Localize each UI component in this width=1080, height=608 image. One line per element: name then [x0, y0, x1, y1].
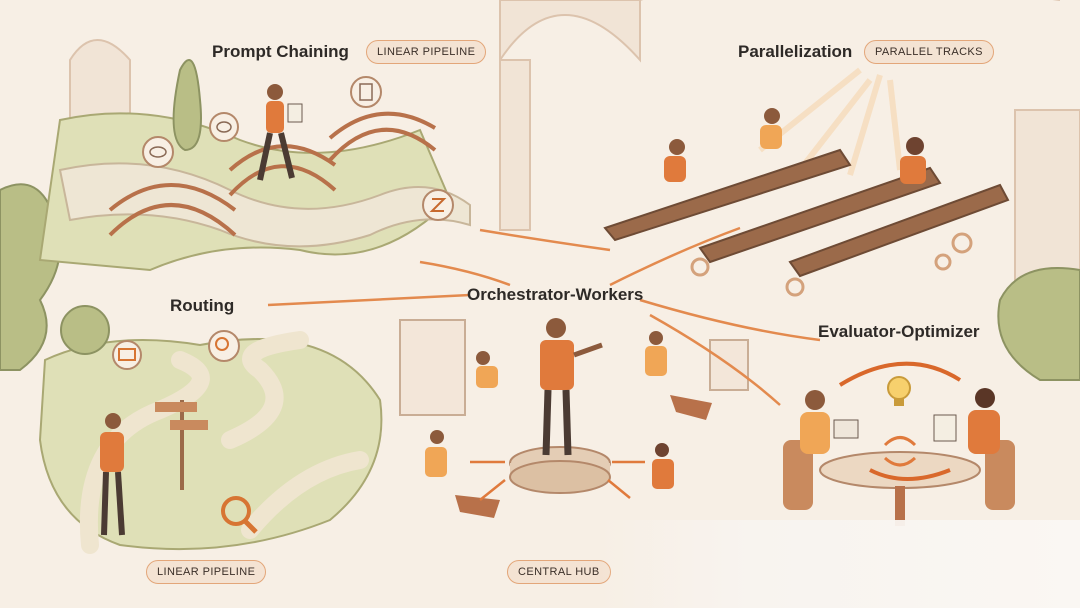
thought-bubble-icon — [209, 112, 239, 142]
leg — [542, 389, 552, 456]
evaluator-scene — [783, 361, 1015, 526]
tag-parallelization: PARALLEL TRACKS — [864, 40, 994, 64]
torso — [900, 156, 926, 184]
arm — [573, 342, 603, 358]
tool-shed — [399, 319, 466, 416]
clipboard — [933, 414, 957, 442]
ray — [887, 79, 903, 171]
head — [267, 84, 283, 100]
chair — [985, 440, 1015, 510]
wheelbarrow — [455, 495, 500, 518]
magnifier-icon — [221, 496, 258, 534]
title-prompt-chaining: Prompt Chaining — [212, 42, 349, 61]
leg — [257, 132, 273, 181]
tree — [60, 305, 110, 355]
evaluator-person — [800, 390, 859, 454]
bridge-rail — [328, 111, 437, 140]
hub-arrows — [470, 460, 645, 501]
torso — [760, 125, 782, 149]
tag-routing: LINEAR PIPELINE — [146, 560, 267, 584]
sign-icon — [422, 189, 454, 221]
worker — [476, 351, 498, 388]
title-routing: Routing — [170, 296, 235, 315]
magnifier-icon — [208, 330, 240, 362]
ray — [797, 78, 873, 172]
chair — [783, 440, 813, 510]
planter-bed — [603, 148, 852, 242]
arrow-to-parallel — [609, 226, 741, 287]
wheelbarrow — [670, 395, 712, 420]
arrow-lower — [649, 313, 781, 406]
cycle-arc-top — [838, 361, 962, 387]
table — [819, 451, 981, 489]
title-evaluator-optimizer: Evaluator-Optimizer — [818, 322, 980, 341]
arrow-to-evaluator — [639, 298, 821, 342]
tree — [172, 59, 202, 152]
title-orchestrator-workers: Orchestrator-Workers — [467, 285, 644, 304]
leg — [115, 471, 125, 536]
prompt-chaining-scene — [38, 59, 471, 272]
planter-bed — [788, 183, 1010, 278]
arch-top — [499, 0, 641, 64]
head — [906, 137, 924, 155]
lightbulb-icon — [887, 376, 911, 406]
planter-bed — [698, 166, 942, 264]
head — [105, 413, 121, 429]
bridge-arch — [328, 127, 437, 162]
torso — [266, 101, 284, 133]
bottom-right-fade — [600, 520, 1080, 608]
tag-prompt-chaining: LINEAR PIPELINE — [366, 40, 487, 64]
bridge-arch — [108, 203, 237, 237]
head — [546, 318, 566, 338]
safety-vest — [540, 340, 574, 390]
torso — [100, 432, 124, 472]
torso — [664, 156, 686, 182]
bridge-arch — [228, 164, 337, 197]
worker — [645, 331, 712, 420]
signpost — [155, 400, 208, 490]
bridges — [108, 111, 437, 237]
bridge-rail — [108, 183, 237, 212]
orchestrator-scene — [399, 318, 749, 518]
gardeners — [664, 108, 926, 184]
arrow-upper — [479, 228, 611, 252]
cycle-arrows-icon — [883, 436, 917, 467]
optimizer-person — [933, 388, 1000, 454]
ray — [847, 74, 883, 176]
arch-column-left — [499, 59, 531, 231]
gear-icon — [690, 232, 973, 297]
arrow-to-routing — [267, 293, 471, 307]
arrow-to-chaining — [419, 260, 511, 287]
head — [669, 139, 685, 155]
clipboard — [287, 103, 303, 123]
routing-scene — [38, 305, 383, 554]
cycle-arc-bottom — [869, 468, 951, 481]
leg — [562, 389, 572, 456]
tablet — [833, 419, 859, 439]
routing-person — [100, 413, 125, 536]
thought-bubble-icon — [142, 136, 174, 168]
parallelization-scene — [603, 148, 1010, 278]
tag-orchestrator-workers: CENTRAL HUB — [507, 560, 611, 584]
winding-path — [79, 331, 369, 554]
walker-person — [257, 84, 303, 181]
bush — [997, 267, 1080, 381]
scroll-icon — [350, 76, 382, 108]
right-bushes — [997, 267, 1080, 381]
head — [764, 108, 780, 124]
flow-arrows — [267, 226, 821, 406]
leg — [278, 132, 295, 179]
leg — [101, 471, 109, 536]
worker — [425, 430, 500, 518]
title-parallelization: Parallelization — [738, 42, 853, 61]
mail-icon — [112, 340, 142, 370]
worker — [652, 443, 674, 489]
